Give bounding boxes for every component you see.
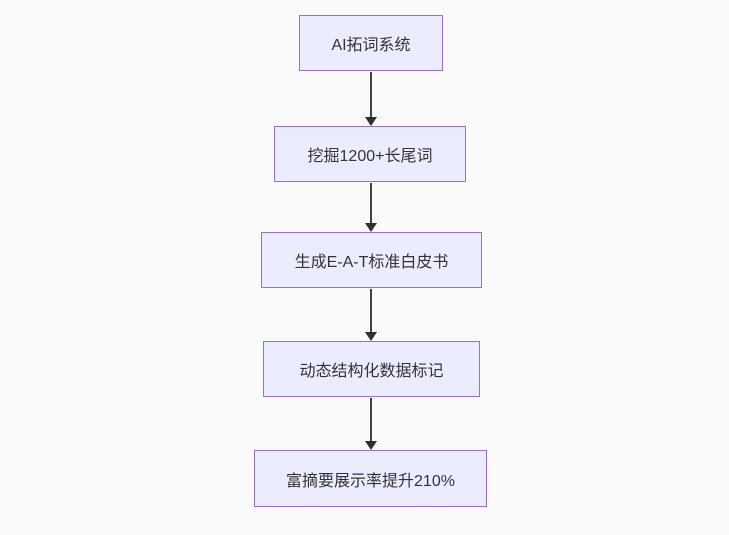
flow-arrow-2-down (370, 183, 372, 223)
node-label: 动态结构化数据标记 (299, 363, 444, 380)
flowchart-node-step-2: 挖掘1200+长尾词 (274, 126, 466, 182)
node-label: 挖掘1200+长尾词 (307, 148, 433, 165)
flow-arrow-3-down (370, 289, 372, 332)
node-label: AI拓词系统 (331, 37, 411, 54)
node-label: 生成E-A-T标准白皮书 (294, 254, 449, 271)
flowchart-node-step-3: 生成E-A-T标准白皮书 (261, 232, 482, 288)
flowchart-node-step-5: 富摘要展示率提升210% (254, 450, 487, 507)
flowchart-node-step-1: AI拓词系统 (299, 15, 443, 71)
flowchart-node-step-4: 动态结构化数据标记 (263, 341, 480, 397)
flow-arrow-4-down (370, 398, 372, 441)
flow-arrow-1-down (370, 72, 372, 117)
node-label: 富摘要展示率提升210% (286, 472, 455, 490)
